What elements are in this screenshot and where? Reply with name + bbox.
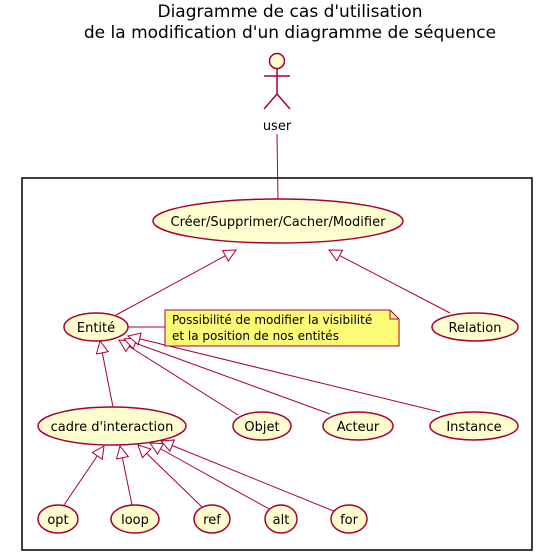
use-case-loop[interactable]: loop bbox=[110, 504, 160, 534]
use-case-ref[interactable]: ref bbox=[193, 504, 231, 534]
diagram-title-line1: Diagramme de cas d'utilisation bbox=[157, 2, 422, 22]
edge-objet-entite bbox=[119, 340, 239, 416]
use-case-objet[interactable]: Objet bbox=[232, 411, 292, 441]
edge-instance-entite bbox=[128, 336, 441, 413]
edge-cadre-entite bbox=[100, 341, 114, 408]
actor-head bbox=[268, 52, 286, 70]
use-case-entite-label: Entité bbox=[77, 321, 115, 336]
association-user-root bbox=[276, 133, 279, 201]
note-line1: Possibilité de modifier la visibilité bbox=[172, 313, 372, 327]
use-case-for[interactable]: for bbox=[330, 504, 368, 534]
use-case-loop-label: loop bbox=[121, 513, 149, 528]
edge-ref-cadre bbox=[138, 445, 203, 508]
use-case-alt[interactable]: alt bbox=[264, 504, 298, 534]
use-case-opt[interactable]: opt bbox=[37, 504, 79, 534]
edge-loop-cadre bbox=[120, 446, 133, 506]
use-case-cadre-label: cadre d'interaction bbox=[51, 420, 174, 435]
system-boundary bbox=[21, 177, 533, 551]
actor-user[interactable]: user bbox=[263, 52, 292, 135]
edge-alt-cadre bbox=[150, 443, 272, 511]
note-body bbox=[164, 309, 400, 347]
use-case-instance-label: Instance bbox=[446, 420, 501, 435]
edge-for-cadre bbox=[161, 441, 337, 513]
edge-opt-cadre bbox=[63, 446, 104, 506]
use-case-acteur-label: Acteur bbox=[337, 420, 380, 435]
note-visibility: Possibilité de modifier la visibilité et… bbox=[164, 309, 400, 347]
use-case-instance[interactable]: Instance bbox=[429, 411, 519, 441]
edge-relation-root bbox=[329, 250, 451, 314]
use-case-opt-label: opt bbox=[47, 513, 68, 528]
edge-acteur-entite bbox=[124, 339, 331, 415]
use-case-root-label: Créer/Supprimer/Cacher/Modifier bbox=[171, 215, 387, 230]
use-case-alt-label: alt bbox=[273, 513, 290, 528]
use-case-cadre[interactable]: cadre d'interaction bbox=[37, 406, 187, 446]
actor-label: user bbox=[263, 119, 292, 134]
use-case-relation-label: Relation bbox=[449, 321, 502, 336]
note-fold bbox=[389, 310, 399, 320]
diagram-title-line2: de la modification d'un diagramme de séq… bbox=[84, 23, 496, 43]
use-case-relation[interactable]: Relation bbox=[431, 312, 519, 342]
use-case-ref-label: ref bbox=[203, 513, 221, 528]
use-case-acteur[interactable]: Acteur bbox=[322, 411, 394, 441]
note-line2: et la position de nos entités bbox=[172, 329, 339, 343]
use-case-for-label: for bbox=[340, 513, 359, 528]
actor-right-leg bbox=[276, 93, 291, 110]
use-case-entite[interactable]: Entité bbox=[63, 312, 129, 342]
use-case-root[interactable]: Créer/Supprimer/Cacher/Modifier bbox=[152, 198, 404, 244]
use-case-objet-label: Objet bbox=[244, 420, 279, 435]
edge-entite-root bbox=[115, 250, 236, 316]
actor-left-leg bbox=[263, 93, 278, 110]
